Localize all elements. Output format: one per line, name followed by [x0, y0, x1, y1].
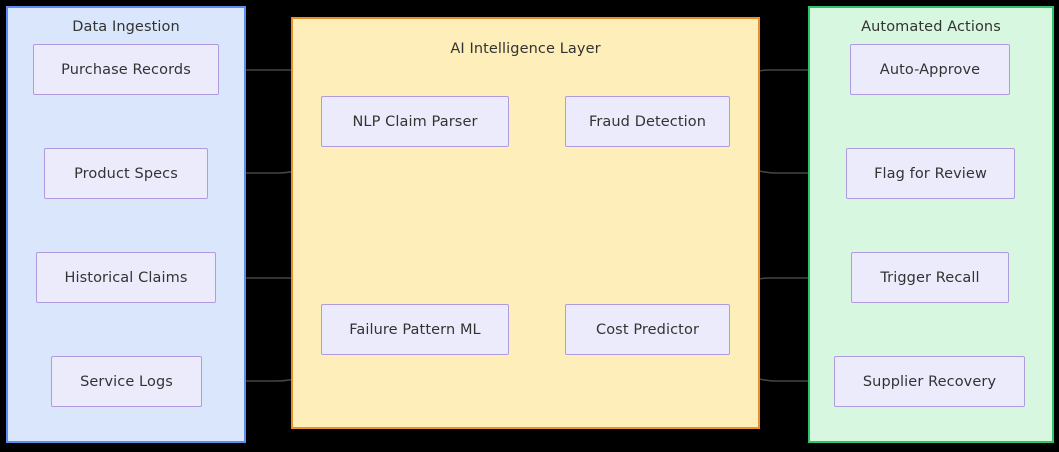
- node-cost-predictor[interactable]: Cost Predictor: [565, 304, 730, 355]
- node-service-logs[interactable]: Service Logs: [51, 356, 202, 407]
- node-flag-for-review[interactable]: Flag for Review: [846, 148, 1015, 199]
- node-failure-pattern-ml[interactable]: Failure Pattern ML: [321, 304, 509, 355]
- panel-title-automated-actions: Automated Actions: [861, 19, 1001, 35]
- panel-title-ai-intelligence-layer: AI Intelligence Layer: [450, 41, 601, 57]
- panel-ai-intelligence-layer: AI Intelligence Layer: [291, 17, 760, 429]
- node-auto-approve[interactable]: Auto-Approve: [850, 44, 1010, 95]
- node-purchase-records[interactable]: Purchase Records: [33, 44, 219, 95]
- panel-title-data-ingestion: Data Ingestion: [72, 19, 180, 35]
- node-nlp-claim-parser[interactable]: NLP Claim Parser: [321, 96, 509, 147]
- node-product-specs[interactable]: Product Specs: [44, 148, 208, 199]
- node-historical-claims[interactable]: Historical Claims: [36, 252, 216, 303]
- node-fraud-detection[interactable]: Fraud Detection: [565, 96, 730, 147]
- node-trigger-recall[interactable]: Trigger Recall: [851, 252, 1009, 303]
- node-supplier-recovery[interactable]: Supplier Recovery: [834, 356, 1025, 407]
